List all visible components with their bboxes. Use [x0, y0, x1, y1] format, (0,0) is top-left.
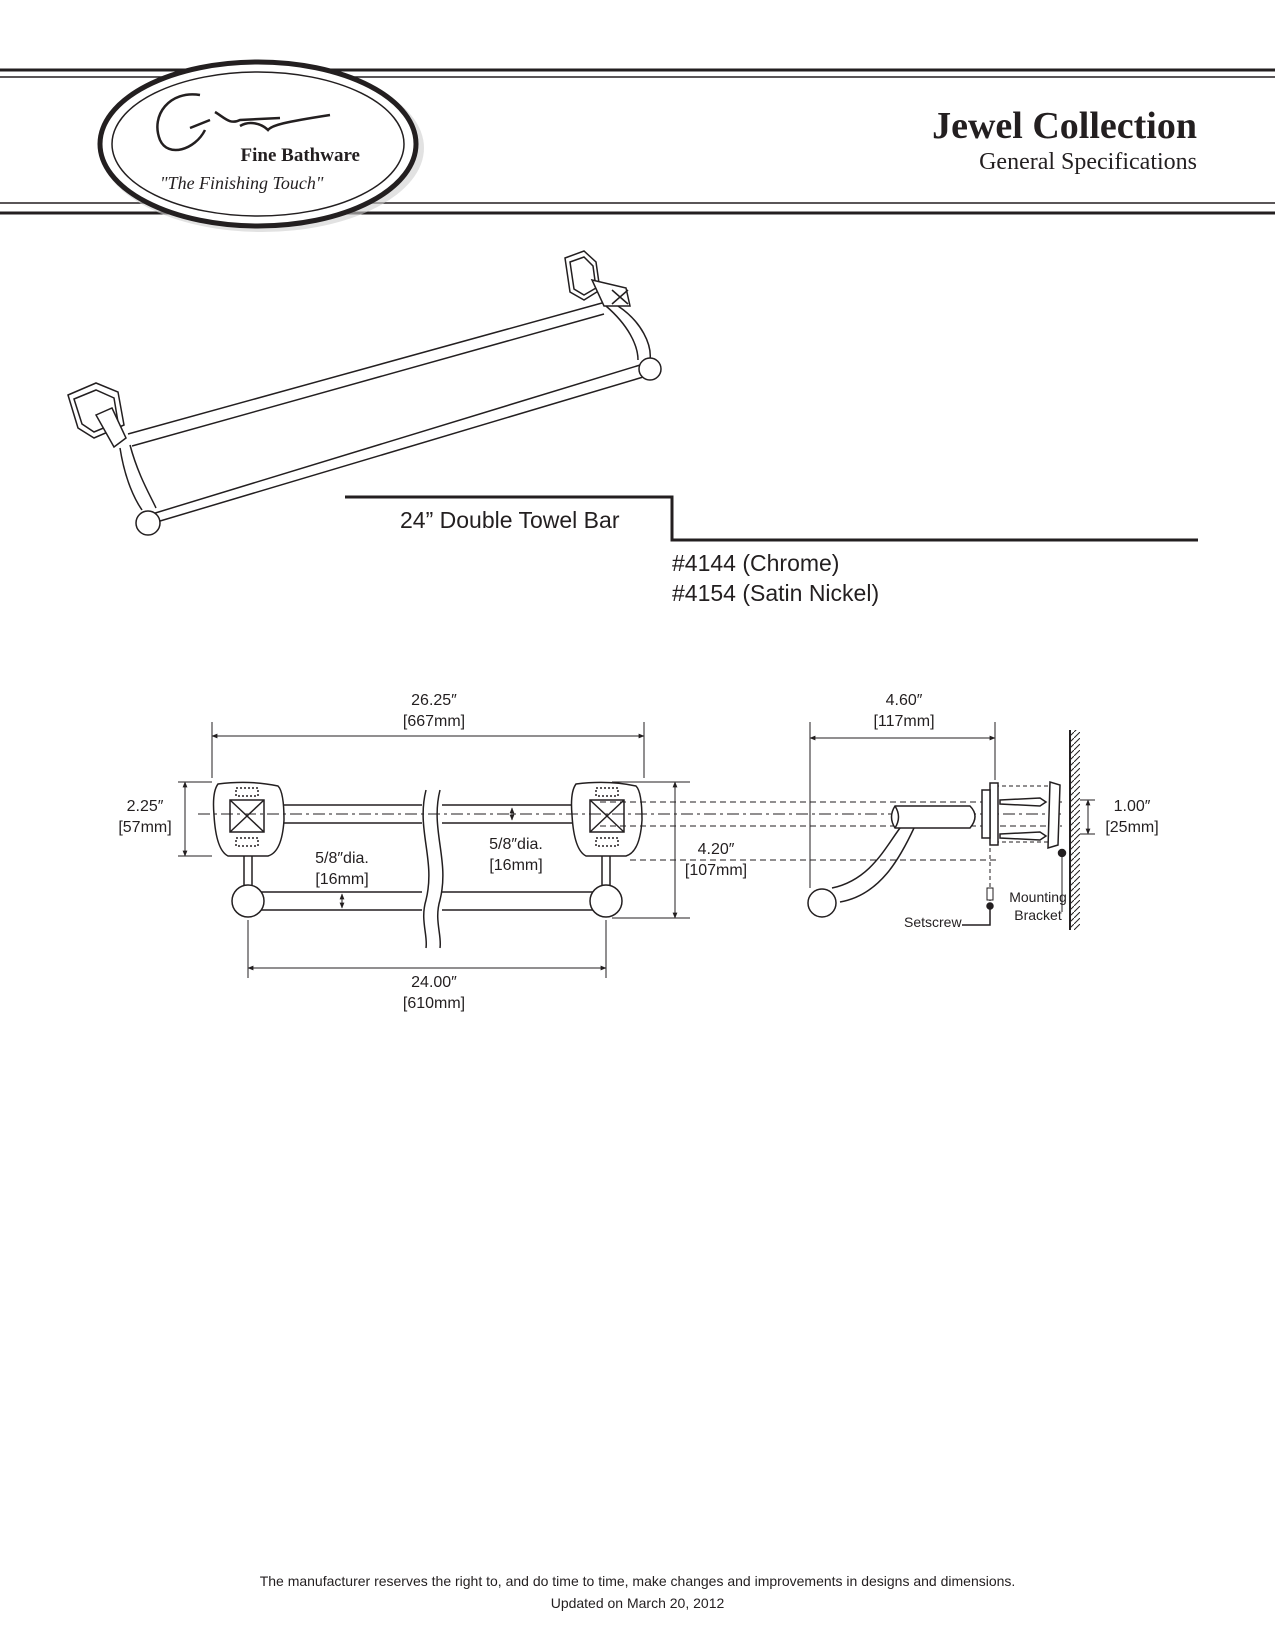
front-elevation	[198, 781, 1062, 950]
footer-updated: Updated on March 20, 2012	[550, 1595, 725, 1611]
dim-overall-height: 4.20″ [107mm]	[684, 841, 748, 879]
dim-bar-length: 24.00″ [610mm]	[402, 974, 466, 1012]
side-dimension-lines	[809, 722, 1095, 888]
page-title: Jewel Collection	[932, 105, 1197, 147]
front-dimension-lines	[178, 722, 690, 978]
dim-post-height: 2.25″ [57mm]	[118, 798, 172, 836]
footer-disclaimer: The manufacturer reserves the right to, …	[259, 1573, 1016, 1589]
product-name: 24” Double Towel Bar	[400, 507, 620, 533]
sku-chrome: #4144 (Chrome)	[672, 550, 840, 576]
dim-bracket-spacing: 1.00″ [25mm]	[1105, 798, 1159, 836]
side-elevation	[807, 730, 1080, 930]
dim-lower-bar-dia: 5/8″dia. [16mm]	[315, 850, 369, 888]
dim-overall-width: 26.25″ [667mm]	[402, 692, 466, 730]
dim-upper-bar-dia: 5/8″dia. [16mm]	[489, 836, 543, 874]
brand-tagline: "The Finishing Touch"	[160, 173, 324, 193]
product-title-rule	[345, 495, 1198, 542]
towel-bar-perspective	[67, 250, 662, 536]
dim-projection: 4.60″ [117mm]	[873, 692, 935, 730]
mounting-bracket-label: Mounting Bracket	[1009, 889, 1067, 923]
sku-satin-nickel: #4154 (Satin Nickel)	[672, 580, 880, 606]
brand-name: Fine Bathware	[240, 145, 360, 166]
page-subtitle: General Specifications	[979, 149, 1197, 175]
brand-text: Fine Bathware "The Finishing Touch"	[160, 145, 370, 194]
setscrew-label: Setscrew	[904, 914, 962, 930]
brand-logo	[97, 59, 424, 232]
